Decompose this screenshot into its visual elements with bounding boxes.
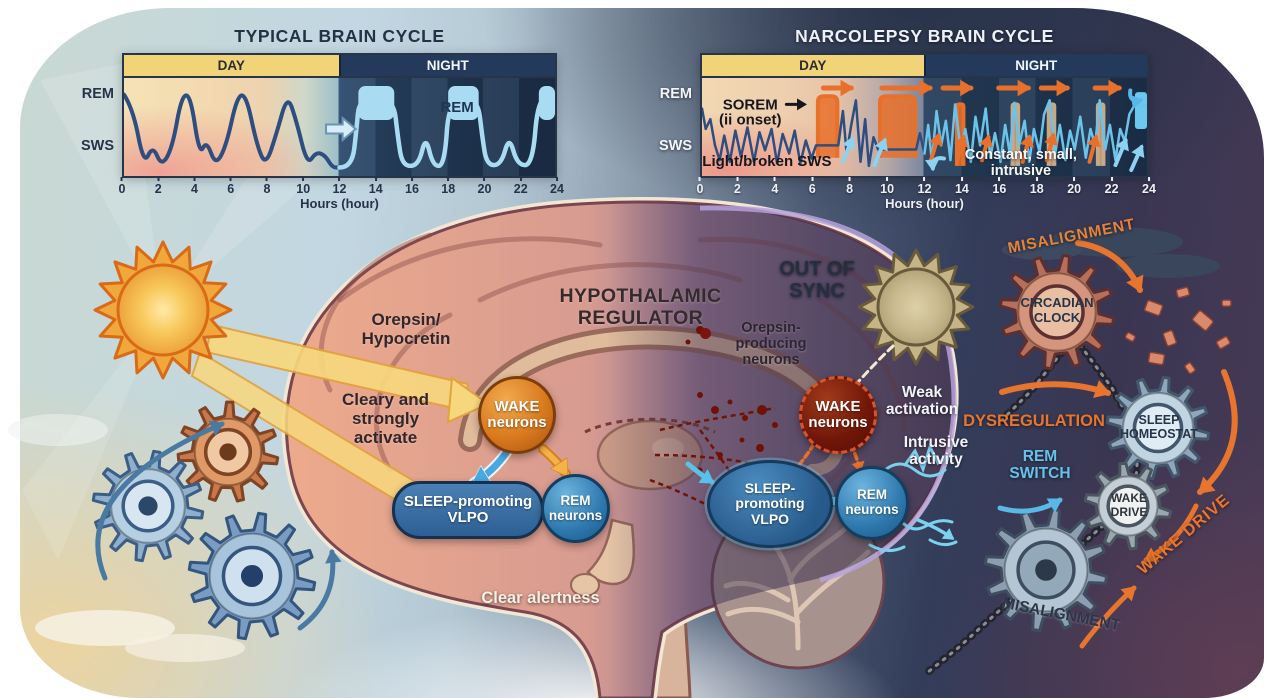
y-label-sws: SWS xyxy=(80,138,114,154)
strong-activation-label: Cleary and strongly activate xyxy=(342,390,429,448)
dysregulation-label: DYSREGULATION xyxy=(963,412,1105,430)
day-night-bands: DAY NIGHT xyxy=(702,55,1147,78)
gear-icon xyxy=(91,449,205,563)
x-tick-label: 24 xyxy=(1142,182,1156,196)
day-band: DAY xyxy=(702,55,924,76)
sleep-promoting-vlpo-node-typical: SLEEP-promoting VLPO xyxy=(392,481,544,539)
rem-neurons-node-narcolepsy: REM neurons xyxy=(835,466,909,540)
wake-neurons-node-narcolepsy: WAKE neurons xyxy=(799,376,877,454)
cloud-shape xyxy=(35,610,175,646)
brain-purple-edge xyxy=(699,205,957,583)
x-tick-label: 4 xyxy=(771,182,779,196)
x-tick-label: 8 xyxy=(263,182,271,196)
wake-drive-gear-label: WAKE DRIVE xyxy=(1110,491,1148,519)
x-tick-label: 20 xyxy=(477,182,492,196)
chart-frame: DAY NIGHT REM xyxy=(122,53,557,178)
wake-neurons-node-typical: WAKE neurons xyxy=(478,376,556,454)
y-label-rem: REM xyxy=(81,86,114,102)
x-tick-label: 18 xyxy=(441,182,456,196)
night-band: NIGHT xyxy=(338,55,555,76)
bright-sun-icon xyxy=(93,240,233,380)
x-tick-label: 12 xyxy=(917,182,932,196)
x-tick-label: 8 xyxy=(846,182,854,196)
x-tick-label: 24 xyxy=(550,182,564,196)
x-tick-label: 14 xyxy=(368,182,383,196)
chart-frame: DAY NIGHT SOREM (ii onset)Light/broken S… xyxy=(700,53,1149,178)
orexin-producing-neurons-label: Orepsin- producing neurons xyxy=(735,320,807,369)
gear-icon xyxy=(983,507,1109,633)
clear-alertness-label: Clear alertness xyxy=(481,589,600,607)
x-tick-label: 10 xyxy=(296,182,311,196)
out-of-sync-label: OUT OF SYNC xyxy=(779,258,855,303)
x-tick-label: 20 xyxy=(1067,182,1082,196)
x-tick-label: 16 xyxy=(992,182,1007,196)
gear-icon xyxy=(176,400,280,503)
x-tick-label: 22 xyxy=(513,182,528,196)
hypothalamic-regulator-label: HYPOTHALAMIC REGULATOR xyxy=(559,285,722,329)
sunlight-beam-arrowhead xyxy=(446,376,490,424)
y-label-rem: REM xyxy=(659,86,692,102)
rem-neurons-node-typical: REM neurons xyxy=(541,474,610,543)
intrusive-activity-label: Intrusive activity xyxy=(903,434,969,469)
x-tick-label: 2 xyxy=(733,182,741,196)
x-tick-label: 6 xyxy=(808,182,816,196)
rem-switch-label: REM SWITCH xyxy=(1009,448,1071,483)
x-tick-label: 0 xyxy=(696,182,704,196)
gear-icon xyxy=(1105,375,1211,481)
x-tick-label: 2 xyxy=(154,182,162,196)
x-tick-label: 6 xyxy=(227,182,235,196)
narcolepsy-brain-cycle-chart: NARCOLEPSY BRAIN CYCLE DAY NIGHT SOREM (… xyxy=(659,26,1156,211)
x-tick-label: 14 xyxy=(954,182,969,196)
weak-activation-label: Weak activation xyxy=(885,384,959,419)
plot-canvas xyxy=(702,79,1147,172)
cloud-shape xyxy=(8,414,108,446)
chart-title: TYPICAL BRAIN CYCLE xyxy=(234,26,445,46)
sun-icons xyxy=(93,240,975,380)
x-tick-label: 0 xyxy=(118,182,126,196)
gear-icon xyxy=(187,511,317,641)
gear-icon xyxy=(1083,461,1173,551)
x-tick-label: 4 xyxy=(191,182,198,196)
sleep-promoting-vlpo-node-narcolepsy: SLEEP- promoting VLPO xyxy=(707,460,833,548)
broken-chain-debris xyxy=(1124,286,1232,375)
y-label-sws: SWS xyxy=(658,138,692,154)
day-band: DAY xyxy=(124,55,339,76)
x-tick-label: 18 xyxy=(1029,182,1044,196)
chart-title: NARCOLEPSY BRAIN CYCLE xyxy=(795,26,1054,46)
circadian-clock-gear-label: CIRCADIAN CLOCK xyxy=(1020,295,1094,325)
night-band: NIGHT xyxy=(923,55,1147,76)
dim-sun-icon xyxy=(857,248,975,366)
x-tick-label: 22 xyxy=(1104,182,1119,196)
gear-icon xyxy=(998,253,1116,371)
plot-canvas xyxy=(124,86,555,170)
sleep-homeostat-gear-label: SLEEP HOMEOSTAT xyxy=(1119,413,1198,442)
sun-ray xyxy=(22,310,163,560)
x-axis-caption: Hours (hour) xyxy=(300,196,379,211)
x-tick-label: 12 xyxy=(332,182,347,196)
x-tick-label: 16 xyxy=(405,182,419,196)
out-of-sync-overlay xyxy=(286,202,954,698)
cloud-shape xyxy=(125,634,245,662)
x-tick-label: 10 xyxy=(880,182,895,196)
orexin-hypocretin-label: Orepsin/ Hypocretin xyxy=(361,310,451,349)
plot-area: REM xyxy=(124,78,555,176)
x-axis-caption: Hours (hour) xyxy=(885,196,964,211)
day-night-bands: DAY NIGHT xyxy=(124,55,555,78)
intrusive-squiggles xyxy=(868,443,958,552)
gear-icons xyxy=(91,253,1211,641)
orexin-neuron-bullet-icon xyxy=(700,328,711,339)
dark-cloud-shape xyxy=(1116,254,1220,278)
